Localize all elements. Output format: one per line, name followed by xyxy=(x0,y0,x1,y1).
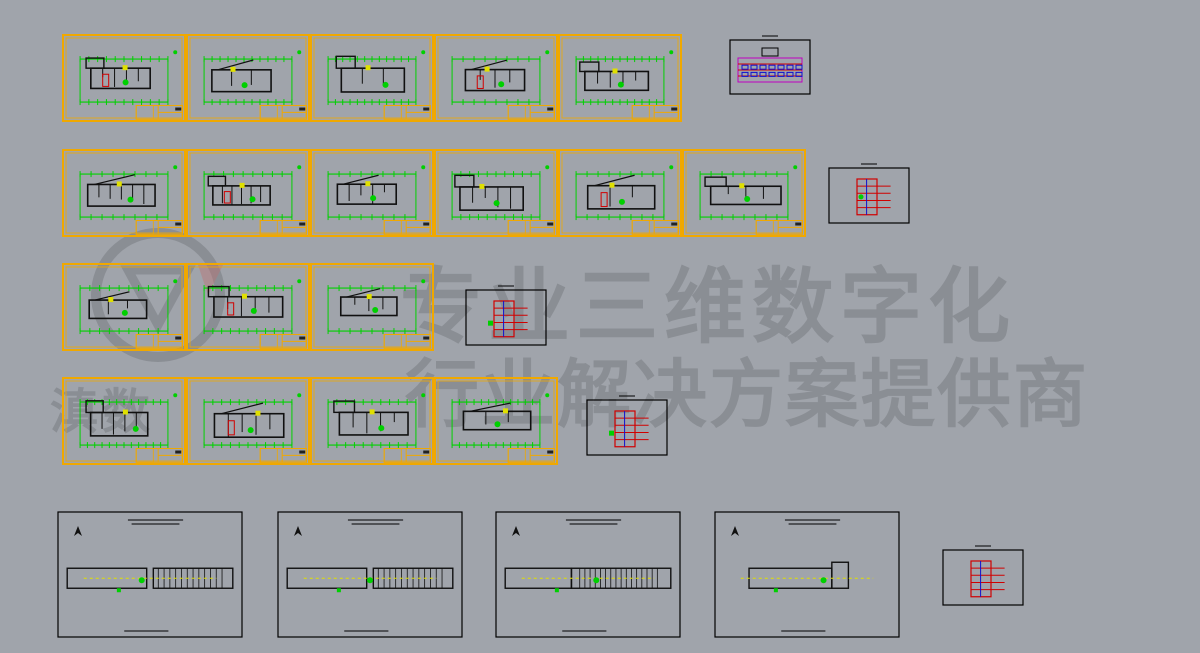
sheet-r2-2 xyxy=(186,149,310,237)
sheet-r3-3 xyxy=(310,263,434,351)
detail-box-r3 xyxy=(465,285,547,346)
sheet-r4-4 xyxy=(434,377,558,465)
sheet-r2-6 xyxy=(682,149,806,237)
plan-sheet-1 xyxy=(57,511,243,638)
plan-sheet-2 xyxy=(277,511,463,638)
sheet-r3-2 xyxy=(186,263,310,351)
detail-box-r1 xyxy=(729,35,811,95)
sheet-r1-1 xyxy=(62,34,186,122)
sheet-r3-1 xyxy=(62,263,186,351)
north-arrow-icon xyxy=(731,526,739,536)
sheet-r4-2 xyxy=(186,377,310,465)
sheet-r2-5 xyxy=(558,149,682,237)
sheet-r1-4 xyxy=(434,34,558,122)
north-arrow-icon xyxy=(512,526,520,536)
sheet-r1-2 xyxy=(186,34,310,122)
sheet-r2-3 xyxy=(310,149,434,237)
plan-sheet-3 xyxy=(495,511,681,638)
sheet-r2-1 xyxy=(62,149,186,237)
detail-box-r2 xyxy=(828,163,910,224)
sheet-r4-3 xyxy=(310,377,434,465)
detail-box-bottom xyxy=(942,545,1024,606)
sheet-r2-4 xyxy=(434,149,558,237)
sheet-r4-1 xyxy=(62,377,186,465)
north-arrow-icon xyxy=(294,526,302,536)
plan-sheet-4 xyxy=(714,511,900,638)
north-arrow-icon xyxy=(74,526,82,536)
detail-box-r4 xyxy=(586,395,668,456)
sheet-r1-3 xyxy=(310,34,434,122)
sheet-r1-5 xyxy=(558,34,682,122)
